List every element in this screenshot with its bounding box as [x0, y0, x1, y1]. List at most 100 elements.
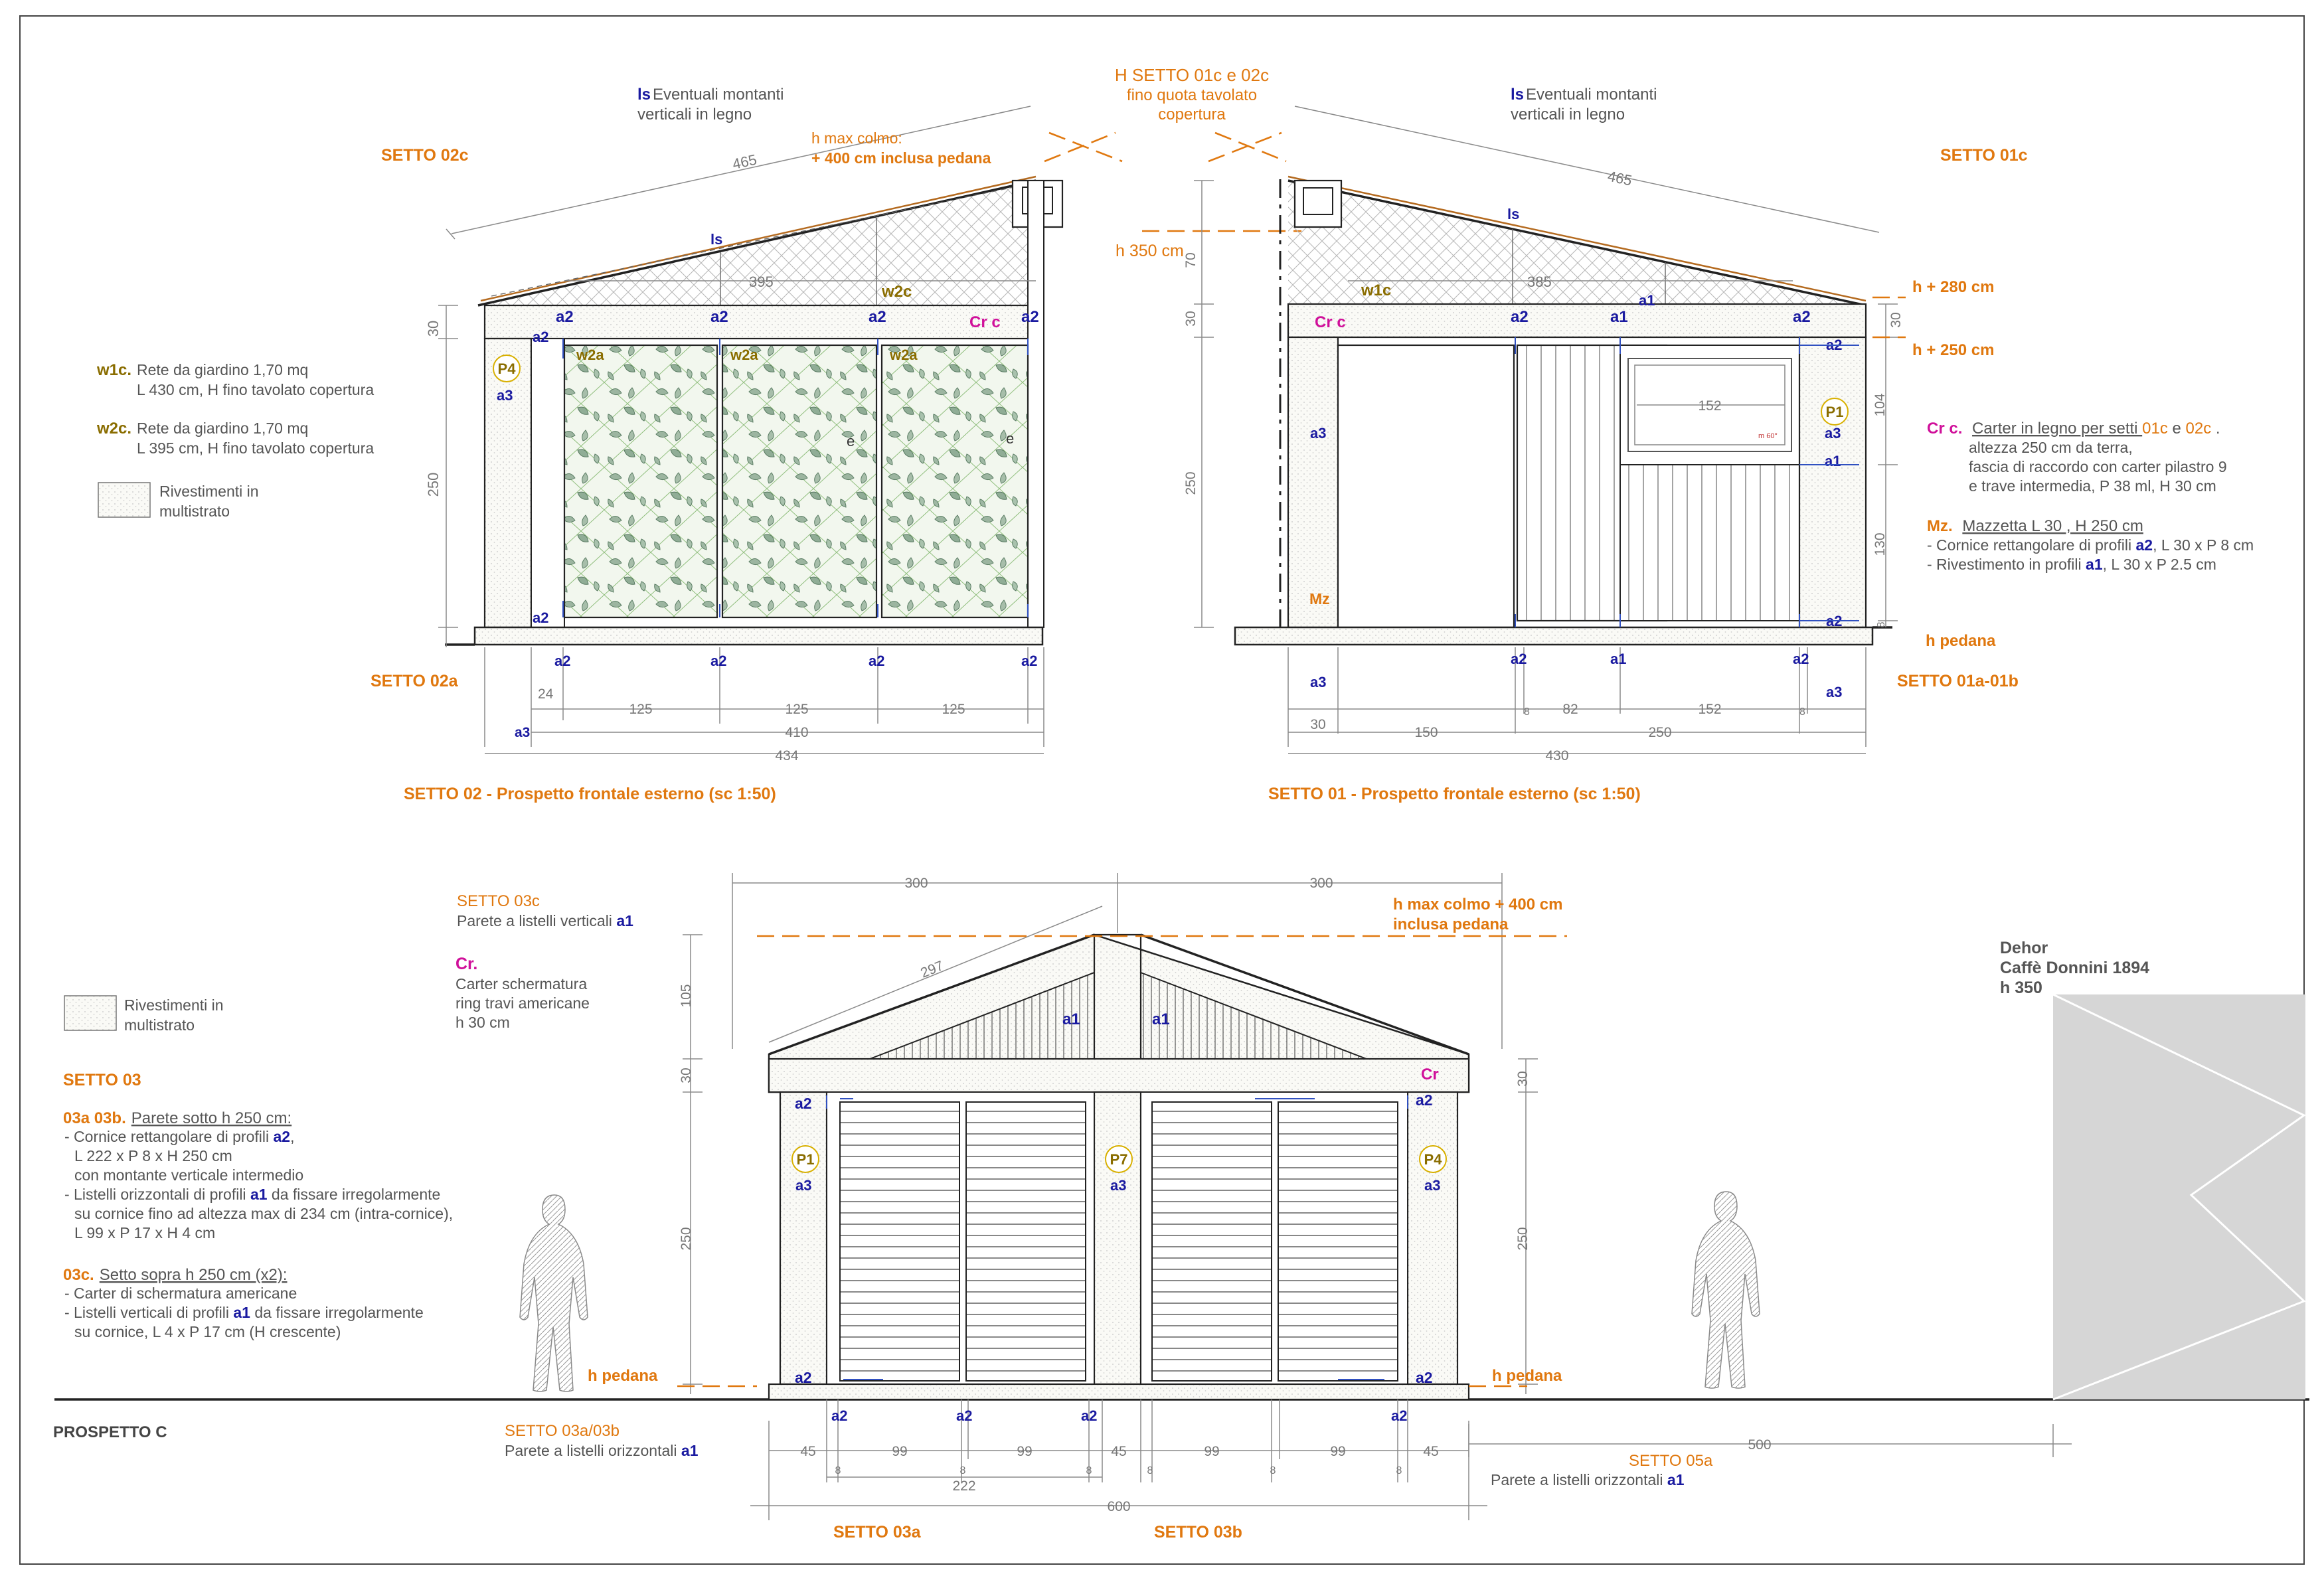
setto01-dim-70: 70	[1183, 252, 1199, 268]
pc-hmax-line2: inclusa pedana	[1393, 915, 1509, 933]
setto02-ls-label: ls	[710, 231, 722, 248]
legend-w2c-code: w2c.	[96, 420, 131, 437]
setto01-p1-label: P1	[1826, 404, 1844, 420]
dehor-grey-block	[2053, 994, 2305, 1399]
setto02-a2-top-4: a2	[1021, 308, 1039, 326]
setto01-a3-right: a3	[1825, 425, 1841, 441]
pc-dim-500: 500	[1748, 1437, 1771, 1453]
pc-cr-line1: Carter schermatura	[456, 975, 587, 992]
setto01ab-title: SETTO 01a-01b	[1897, 672, 2019, 690]
note-03c-head: 03c.Setto sopra h 250 cm (x2):	[63, 1266, 288, 1284]
dehor-block: Dehor Caffè Donnini 1894 h 350	[2000, 939, 2306, 1401]
setto01-a1-base: a1	[1610, 651, 1626, 667]
setto01-dim-152-window: 152	[1698, 398, 1721, 414]
setto02-a3-base: a3	[515, 725, 530, 740]
setto01-dim-385: 385	[1527, 274, 1552, 290]
pc-dim-99-1: 99	[892, 1444, 907, 1459]
pc-dim-30-left: 30	[679, 1068, 694, 1083]
setto02-a2-base-3: a2	[869, 653, 884, 669]
note-03ab-line2: L 222 x P 8 x H 250 cm	[74, 1147, 232, 1164]
pc-a3-3: a3	[1424, 1177, 1440, 1194]
pc-dim-8-4: 8	[1147, 1465, 1153, 1476]
setto01-dim-8-right: 8	[1876, 621, 1887, 627]
pc-dim-8-6: 8	[1396, 1465, 1402, 1476]
pc-dim-99-2: 99	[1017, 1444, 1032, 1459]
note-03ab-line4: - Listelli orizzontali di profili a1 da …	[64, 1186, 440, 1203]
pc-p4-label: P4	[1424, 1151, 1443, 1168]
setto01-dim-slope: 465	[1606, 167, 1633, 189]
pc-setto03c-title: SETTO 03c	[457, 892, 540, 910]
setto02-dim-434: 434	[775, 748, 798, 763]
note-03c-line1: - Carter di schermatura americane	[64, 1285, 297, 1302]
pc-dim-297: 297	[918, 958, 946, 981]
setto01-dim-250-left: 250	[1183, 471, 1199, 495]
human-figure-left	[519, 1194, 588, 1392]
pc-a1-left-triangle: a1	[1062, 1010, 1080, 1028]
legend-w1c-line1: Rete da giardino 1,70 mq	[137, 361, 308, 378]
setto02-w2c-label: w2c	[881, 283, 912, 301]
pc-a2-base-4: a2	[1391, 1407, 1407, 1424]
pc-a1-right-triangle: a1	[1152, 1010, 1170, 1028]
setto02-a2-left-bottom: a2	[533, 609, 548, 626]
setto01-caption: SETTO 01 - Prospetto frontale esterno (s…	[1268, 785, 1641, 803]
note-03ab-head: 03a 03b.Parete sotto h 250 cm:	[63, 1109, 291, 1127]
setto01-a3-base: a3	[1310, 674, 1326, 690]
legend-w2c-line2: L 395 cm, H fino tavolato copertura	[137, 439, 374, 457]
pc-setto03ab-desc: Parete a listelli orizzontali a1	[505, 1442, 699, 1459]
pc-a2-base-1: a2	[831, 1407, 847, 1424]
setto02-w2a-3: w2a	[889, 347, 918, 363]
legend-bottom-swatch	[64, 995, 117, 1031]
setto01-ls-note-code: ls	[1511, 86, 1524, 104]
pc-a2-bottom-left: a2	[795, 1369, 812, 1386]
pc-cr-label: Cr	[1421, 1066, 1439, 1083]
legend-bottom-riv-line2: multistrato	[124, 1016, 195, 1034]
pc-dim-45-1: 45	[800, 1444, 815, 1459]
setto02-w2a-1: w2a	[576, 347, 604, 363]
pc-a2-top-left: a2	[795, 1095, 812, 1112]
legend-riv-line1: Rivestimenti in	[159, 483, 259, 500]
setto01-a1-right: a1	[1825, 453, 1841, 469]
pc-a2-bottom-right: a2	[1416, 1369, 1433, 1386]
center-ridge-lines: H SETTO 01c e 02c fino quota tavolato co…	[1044, 65, 1301, 260]
note-03ab-line6: L 99 x P 17 x H 4 cm	[74, 1224, 215, 1241]
setto02-dim-395: 395	[749, 274, 774, 290]
note-crc: Cr c. Carter in legno per setti 01c e 02…	[1927, 420, 2220, 437]
note-03ab-line5: su cornice fino ad altezza max di 234 cm…	[74, 1205, 453, 1222]
setto01-a2-top-1: a2	[1511, 308, 1529, 326]
setto01-dim-30-left: 30	[1183, 311, 1199, 326]
setto02-hmax-line2: + 400 cm inclusa pedana	[811, 149, 991, 167]
setto02-a2-left-top: a2	[533, 329, 548, 345]
legend-w2c-line1: Rete da giardino 1,70 mq	[137, 420, 308, 437]
setto01-dim-150: 150	[1414, 725, 1438, 740]
setto02-p4-label: P4	[498, 360, 517, 377]
setto02c-title: SETTO 02c	[381, 146, 469, 165]
note-crc-line3: fascia di raccordo con carter pilastro 9	[1969, 458, 2227, 475]
note-crc-line4: e trave intermedia, P 38 ml, H 30 cm	[1969, 477, 2216, 495]
setto-02-elevation: P4 a3 a2 a2 a2 a2 a2 a2 Cr c w2c w2a w2a…	[371, 86, 1064, 803]
setto01-a2-base-1: a2	[1511, 651, 1527, 667]
setto01-m60-label: m 60°	[1758, 432, 1778, 440]
setto01-dim-8-a: 8	[1524, 706, 1530, 718]
center-note-line3: copertura	[1158, 106, 1226, 123]
pc-dim-30-right: 30	[1515, 1071, 1531, 1086]
pc-a2-base-2: a2	[956, 1407, 972, 1424]
pc-dim-8-2: 8	[960, 1465, 966, 1476]
setto02-dim-410: 410	[785, 725, 808, 740]
note-03ab-line1: - Cornice rettangolare di profili a2,	[64, 1128, 294, 1145]
setto03-title: SETTO 03	[63, 1071, 141, 1089]
pc-setto03c-desc: Parete a listelli verticali a1	[457, 912, 633, 929]
setto01-a2-base-2: a2	[1793, 651, 1809, 667]
setto01-a2-top-2: a2	[1793, 308, 1811, 326]
note-03c-line2: - Listelli verticali di profili a1 da fi…	[64, 1304, 424, 1321]
pc-dim-300-right: 300	[1309, 876, 1333, 891]
setto01-a1-top: a1	[1610, 308, 1628, 326]
legend-riv-line2: multistrato	[159, 503, 230, 520]
setto02-ls-note-line1: Eventuali montanti	[653, 86, 784, 104]
pc-dim-8-5: 8	[1270, 1465, 1276, 1476]
pc-dim-250-left: 250	[679, 1227, 694, 1250]
setto01-dim-30-base: 30	[1310, 717, 1325, 732]
prospetto-c-label: PROSPETTO C	[53, 1423, 167, 1441]
pc-hmax-line1: h max colmo + 400 cm	[1393, 896, 1562, 913]
pc-cr-code: Cr.	[456, 955, 477, 973]
setto02-a2-base-2: a2	[710, 653, 726, 669]
